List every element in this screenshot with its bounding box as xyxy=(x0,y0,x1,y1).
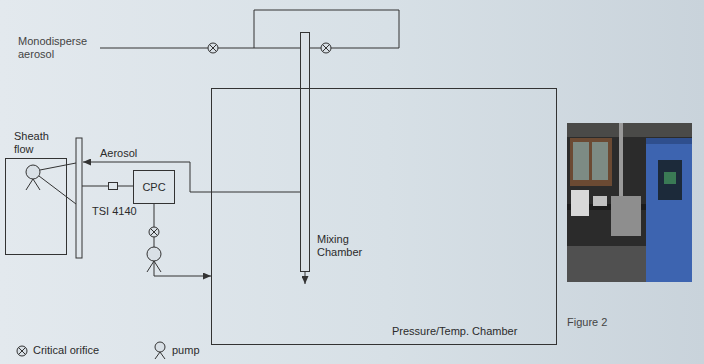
critical-orifice-symbol xyxy=(149,227,159,237)
box-text: CPC xyxy=(142,181,165,194)
node-label: TSI 4140 xyxy=(92,205,100,218)
node-label: Mixing Chamber xyxy=(317,233,369,259)
caption-holder: Figure 2 xyxy=(567,316,607,329)
legend-item: Critical orifice xyxy=(33,344,99,357)
pump-symbol xyxy=(26,165,40,190)
critical-orifice-symbol xyxy=(208,43,218,53)
node-label: Sheath flow xyxy=(14,130,58,156)
lab-photo xyxy=(567,123,692,282)
flow-connector xyxy=(118,186,133,187)
legend-text: Critical orifice xyxy=(33,344,99,357)
flow-connector xyxy=(154,204,211,276)
label-holder: Monodisperse aerosol xyxy=(18,35,98,61)
cpc-box: CPC xyxy=(133,170,175,204)
pressure-temp-chamber: Pressure/Temp. Chamber xyxy=(211,88,557,345)
sheath-line xyxy=(40,163,76,170)
mixing-chamber-tube: Mixing Chamber xyxy=(300,32,310,272)
critical-orifice-symbol xyxy=(321,43,331,53)
bypass-line xyxy=(254,10,399,48)
pump-symbol xyxy=(147,247,161,272)
flow-label: Aerosol xyxy=(100,147,137,160)
figure-caption: Figure 2 xyxy=(567,316,607,329)
pump-symbol xyxy=(155,342,165,359)
legend-item: pump xyxy=(172,344,200,357)
column-outlet-line xyxy=(82,186,108,187)
aerosol-line xyxy=(83,162,300,192)
outlet-arrow xyxy=(305,272,306,284)
critical-orifice-symbol xyxy=(17,346,27,356)
excess-line xyxy=(39,176,76,204)
dma-column xyxy=(76,138,82,258)
aerosol-inlet-line xyxy=(100,48,300,49)
legend-text: pump xyxy=(172,344,200,357)
node-label: Pressure/Temp. Chamber xyxy=(392,325,704,338)
flow-label: Monodisperse aerosol xyxy=(18,35,98,61)
tsi-4140-box: TSI 4140 xyxy=(108,182,118,190)
sheath-flow-box: Sheath flow xyxy=(5,158,67,255)
label-holder: Aerosol xyxy=(100,147,137,160)
